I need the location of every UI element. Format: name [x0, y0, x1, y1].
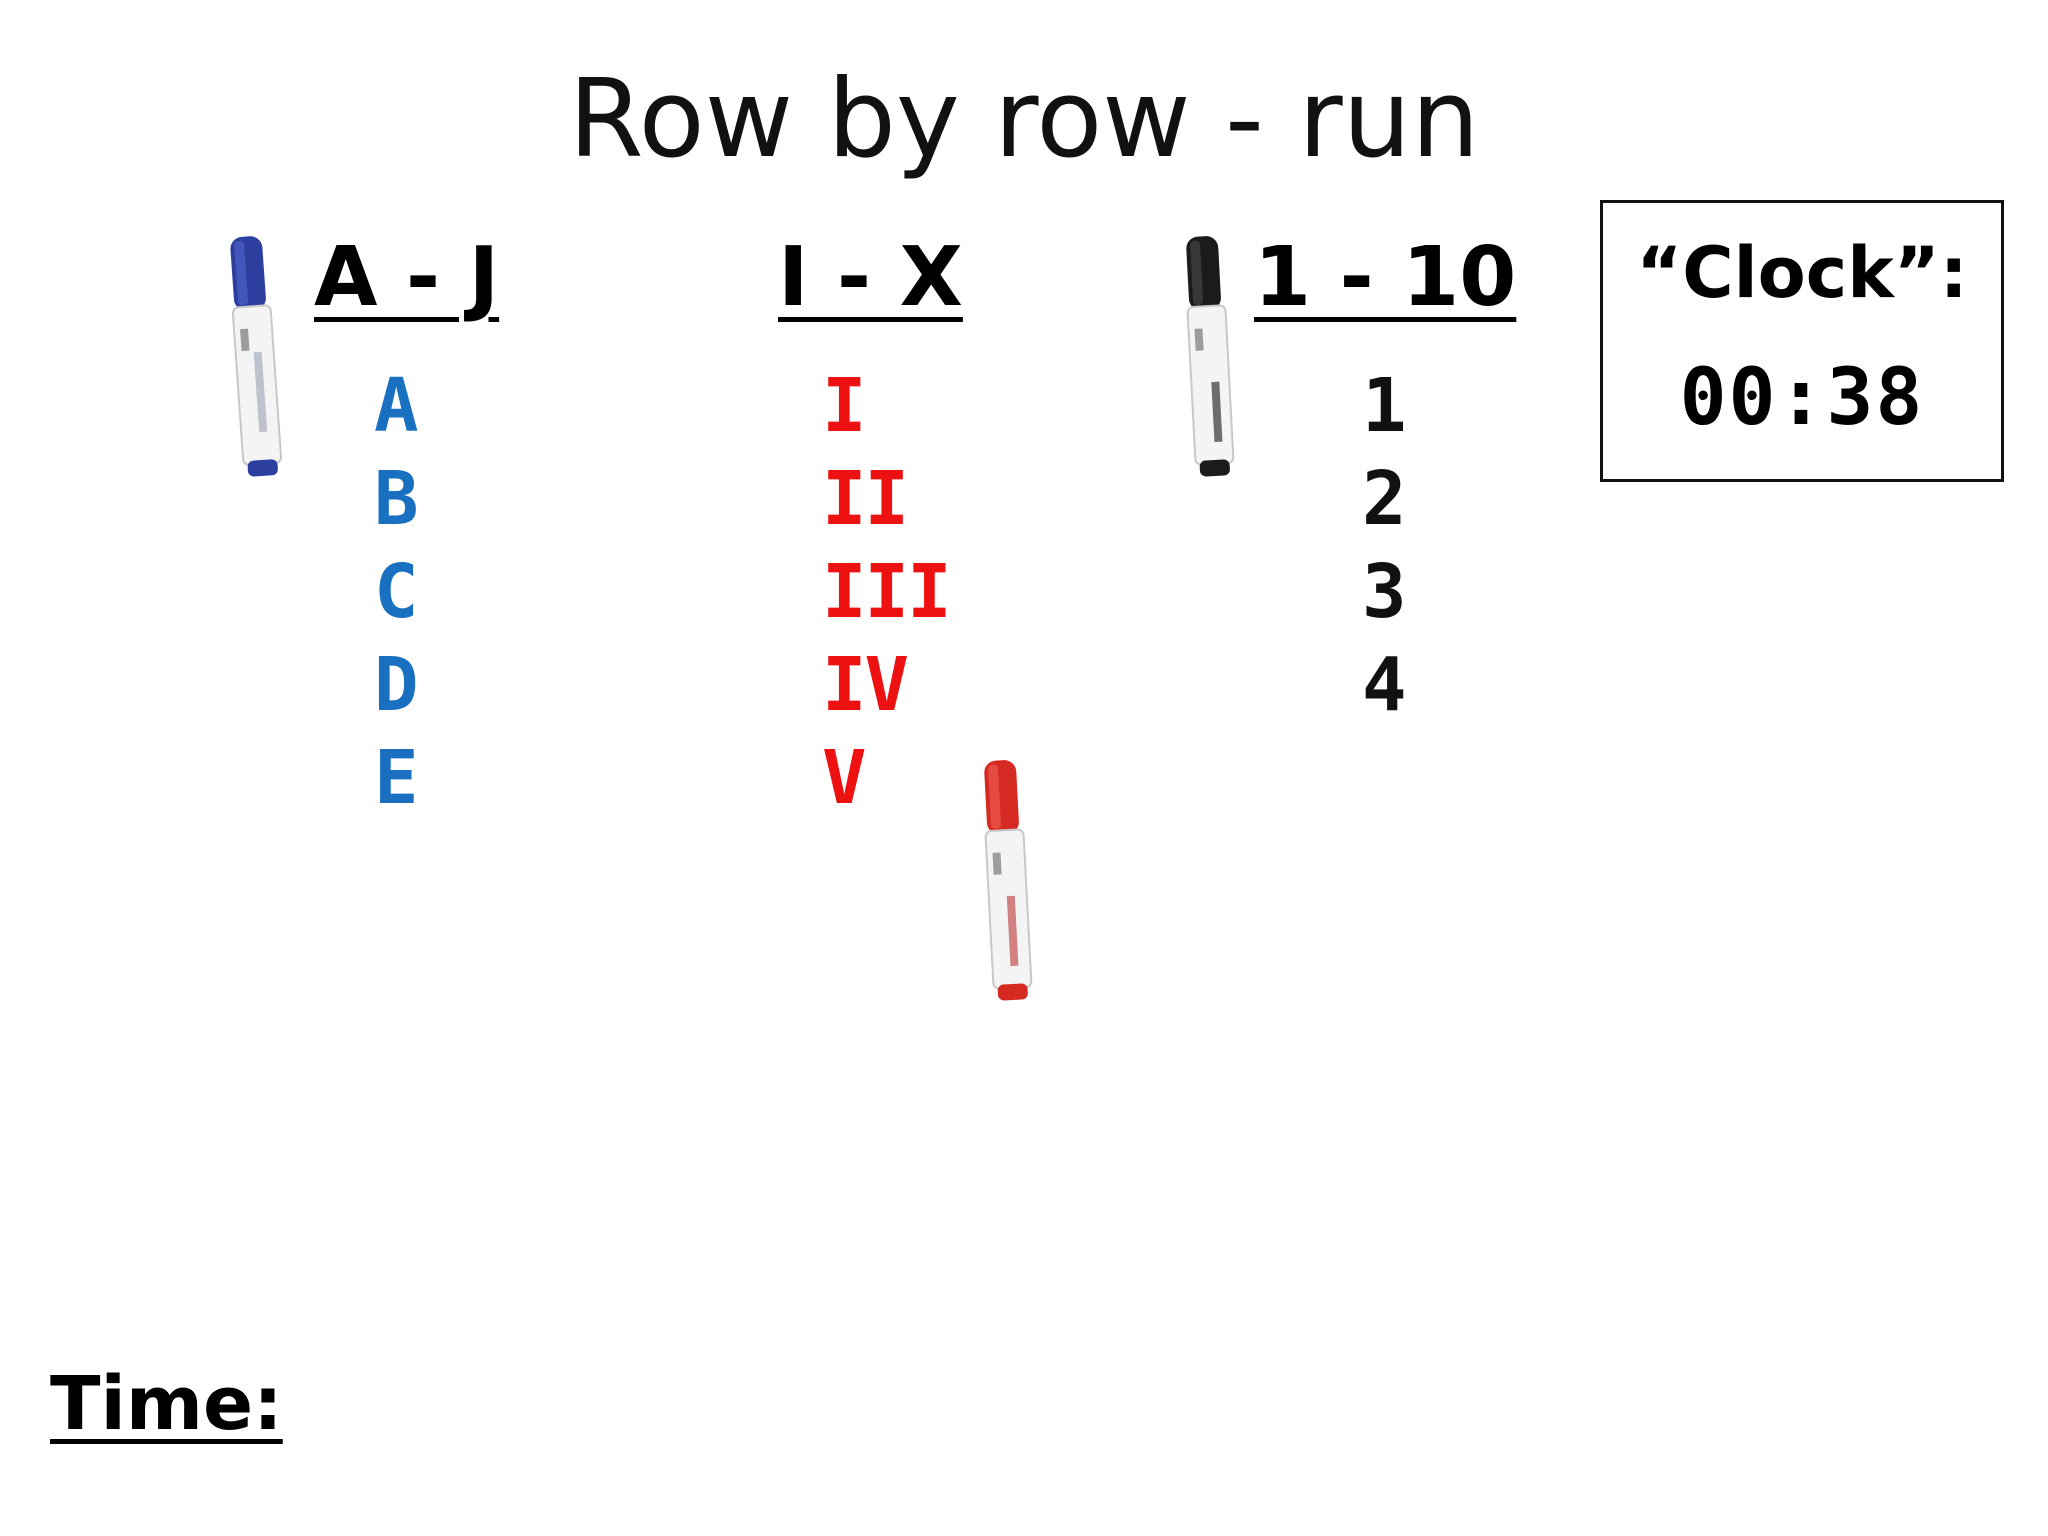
- list-item: 3: [1362, 549, 1407, 635]
- list-item: V: [822, 735, 867, 821]
- whiteboard-marker-blue-icon: [230, 236, 283, 477]
- clock-box: “Clock”: 00:38: [1600, 200, 2004, 482]
- slide-title: Row by row - run: [568, 57, 1480, 182]
- column-header-numbers: 1 - 10: [1254, 230, 1517, 325]
- list-item: I: [822, 363, 867, 449]
- clock-value: 00:38: [1679, 353, 1925, 443]
- list-item: B: [374, 456, 419, 542]
- letters-list: A B C D E: [374, 360, 419, 825]
- list-item: 4: [1362, 642, 1407, 728]
- list-item: A: [374, 363, 419, 449]
- list-item: 1: [1362, 363, 1407, 449]
- list-item: D: [374, 642, 419, 728]
- roman-numerals-list: I II III IV V: [822, 360, 952, 825]
- column-header-roman: I - X: [778, 230, 963, 325]
- list-item: IV: [822, 642, 909, 728]
- list-item: II: [822, 456, 909, 542]
- clock-label: “Clock”:: [1636, 232, 1968, 314]
- list-item: 2: [1362, 456, 1407, 542]
- column-header-letters: A - J: [314, 230, 500, 325]
- time-label: Time:: [50, 1361, 283, 1447]
- list-item: III: [822, 549, 952, 635]
- list-item: E: [374, 735, 419, 821]
- numbers-list: 1 2 3 4: [1362, 360, 1407, 732]
- whiteboard-marker-black-icon: [1186, 236, 1235, 477]
- whiteboard-marker-red-icon: [984, 760, 1033, 1001]
- list-item: C: [374, 549, 419, 635]
